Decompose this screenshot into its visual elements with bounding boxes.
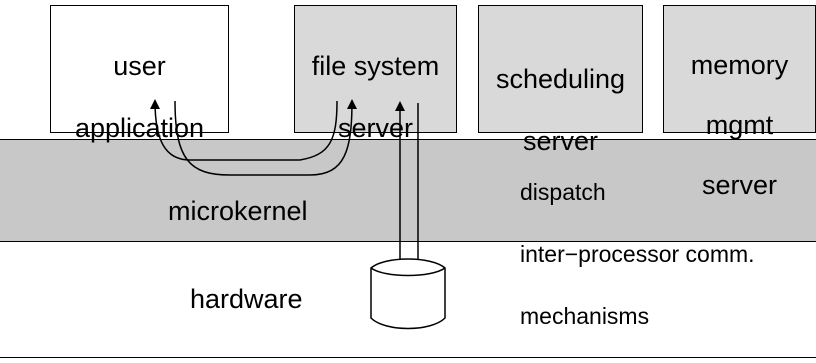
microkernel-layer (0, 139, 816, 242)
diagram-connectors (150, 99, 446, 330)
hardware-label: hardware (190, 284, 303, 314)
ipc-arrow-to-app (150, 99, 338, 161)
memory-mgmt-line-2: mgmt (705, 110, 774, 140)
disk-icon (370, 258, 446, 330)
scheduling-line-1: scheduling (495, 64, 626, 94)
memory-mgmt-server-label: memory mgmt server (663, 20, 816, 230)
scheduling-server-box (478, 5, 643, 133)
microkernel-features: dispatch inter−processor comm. mechanism… (520, 146, 810, 363)
memory-mgmt-line-1: memory (690, 50, 789, 80)
feature-ipc: inter−processor comm. (520, 241, 755, 267)
memory-mgmt-line-3: server (701, 170, 777, 200)
ipc-arrow-to-fs (174, 99, 357, 176)
user-application-label: user application (50, 20, 229, 175)
scheduling-line-2: server (522, 126, 598, 156)
user-application-line-2: application (74, 113, 205, 143)
scheduling-server-label: scheduling server (478, 33, 643, 188)
file-system-server-box (294, 5, 457, 133)
user-application-line-1: user (113, 51, 166, 81)
memory-mgmt-server-box (663, 5, 816, 133)
feature-mechanisms: mechanisms (520, 303, 650, 329)
microkernel-label: microkernel (168, 196, 308, 226)
feature-dispatch: dispatch (520, 179, 606, 205)
file-system-line-1: file system (311, 51, 440, 81)
user-application-box (50, 5, 229, 133)
